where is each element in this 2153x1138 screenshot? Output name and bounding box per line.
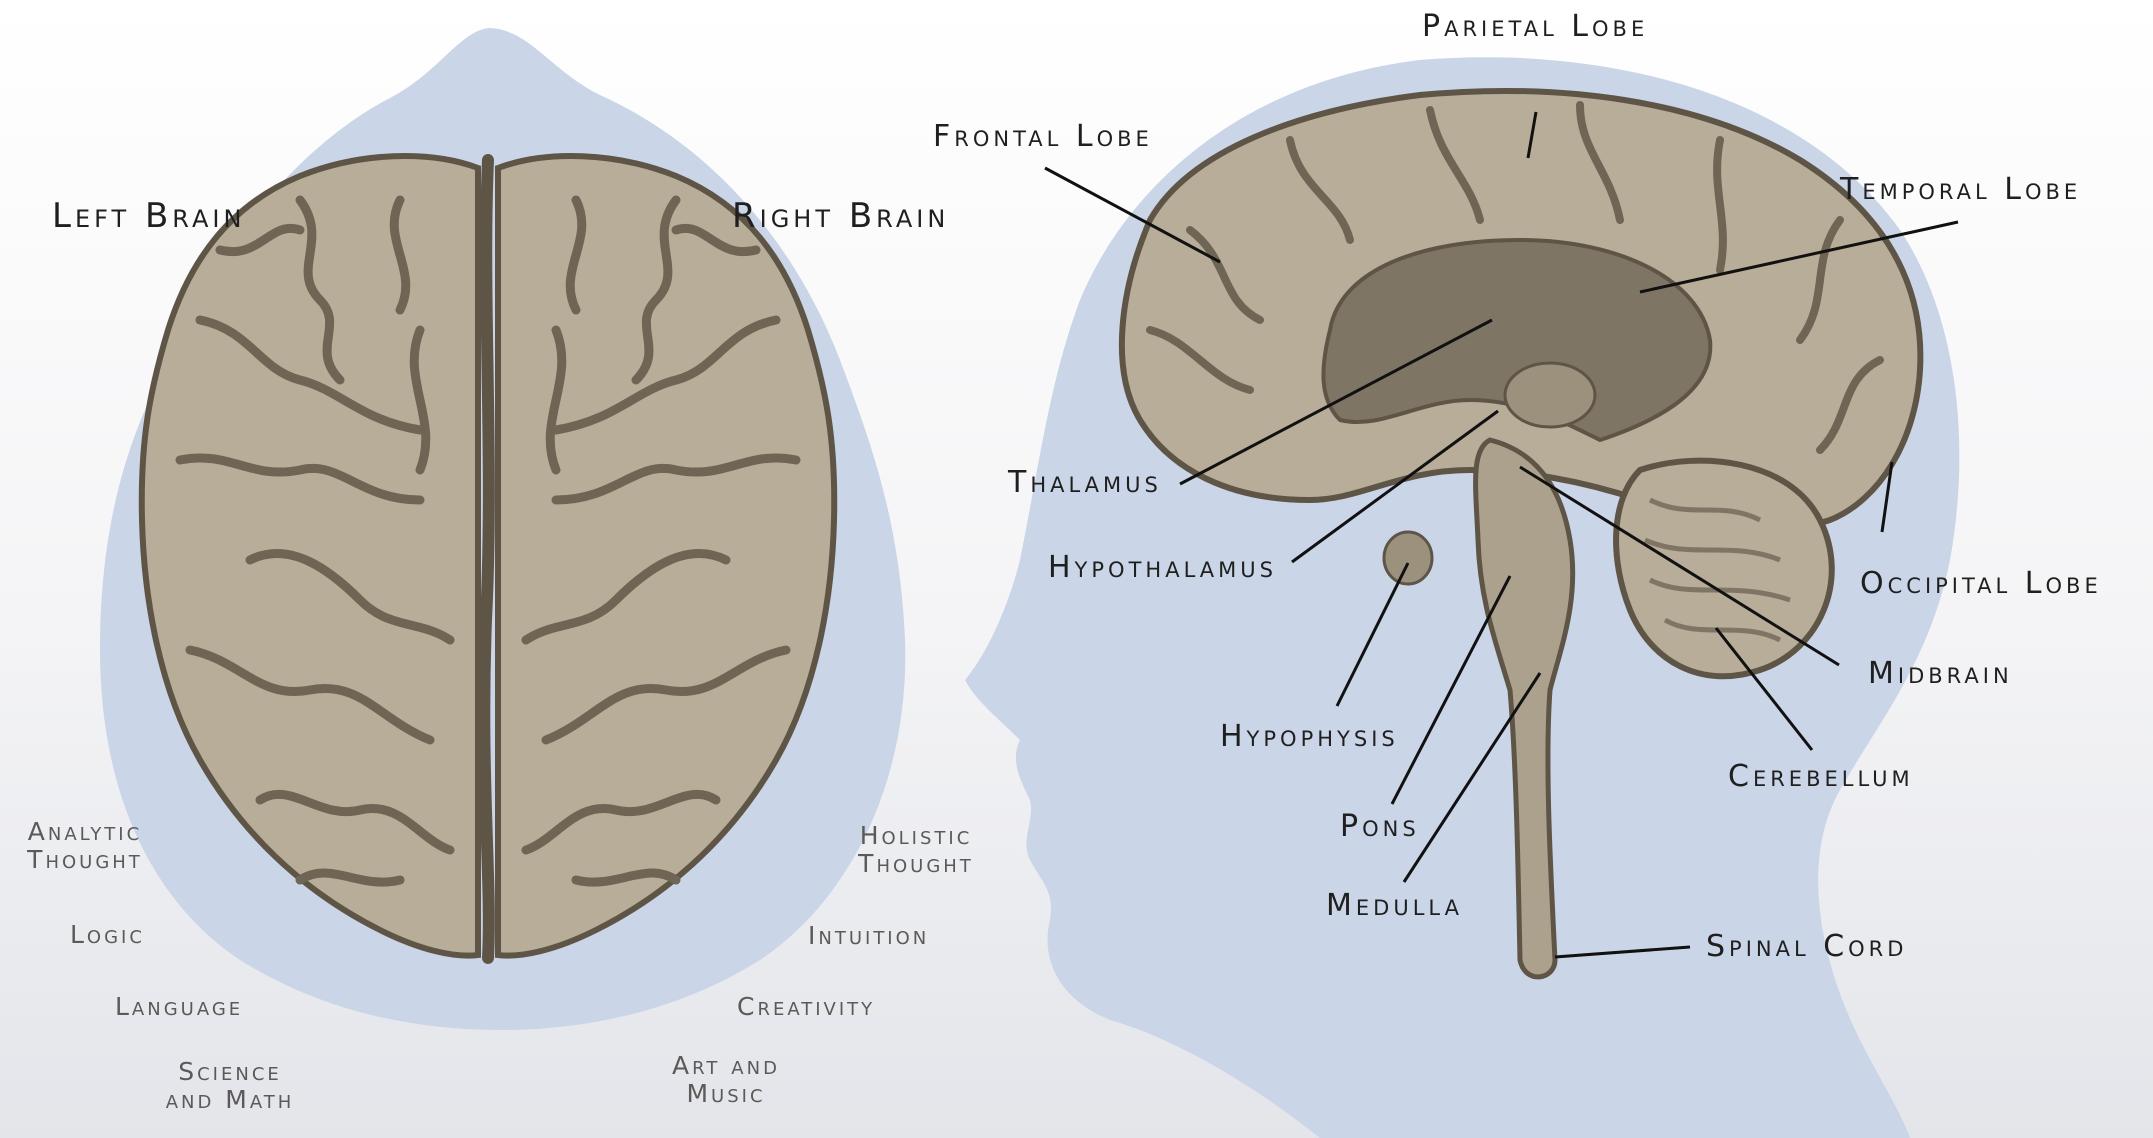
- right-trait-holistic-thought: Holistic Thought: [845, 822, 987, 877]
- right-trait-intuition: Intuition: [808, 922, 929, 950]
- left-trait-logic: Logic: [70, 921, 145, 949]
- label-midbrain: Midbrain: [1868, 657, 2013, 690]
- left-brain-title: Left Brain: [52, 198, 245, 235]
- label-parietal-lobe: Parietal Lobe: [1422, 10, 1648, 43]
- label-frontal-lobe: Frontal Lobe: [933, 120, 1153, 153]
- label-thalamus: Thalamus: [1008, 466, 1162, 499]
- right-brain-title: Right Brain: [732, 198, 949, 235]
- label-spinal-cord: Spinal Cord: [1706, 930, 1907, 963]
- label-pons: Pons: [1340, 810, 1420, 843]
- right-trait-creativity: Creativity: [737, 993, 875, 1021]
- label-hypophysis: Hypophysis: [1220, 720, 1399, 753]
- thalamus-region: [1505, 363, 1595, 427]
- label-temporal-lobe: Temporal Lobe: [1840, 173, 2081, 206]
- left-trait-language: Language: [115, 993, 243, 1021]
- pituitary-gland: [1384, 532, 1432, 584]
- label-cerebellum: Cerebellum: [1728, 760, 1914, 793]
- cerebellum-shape: [1616, 461, 1832, 677]
- left-trait-analytic-thought: Analytic Thought: [14, 818, 156, 873]
- label-occipital-lobe: Occipital Lobe: [1860, 567, 2102, 600]
- label-hypothalamus: Hypothalamus: [1048, 551, 1277, 584]
- right-trait-art-and-music: Art and Music: [656, 1052, 796, 1107]
- left-trait-science-and-math: Science and Math: [160, 1058, 300, 1113]
- label-medulla: Medulla: [1326, 889, 1463, 922]
